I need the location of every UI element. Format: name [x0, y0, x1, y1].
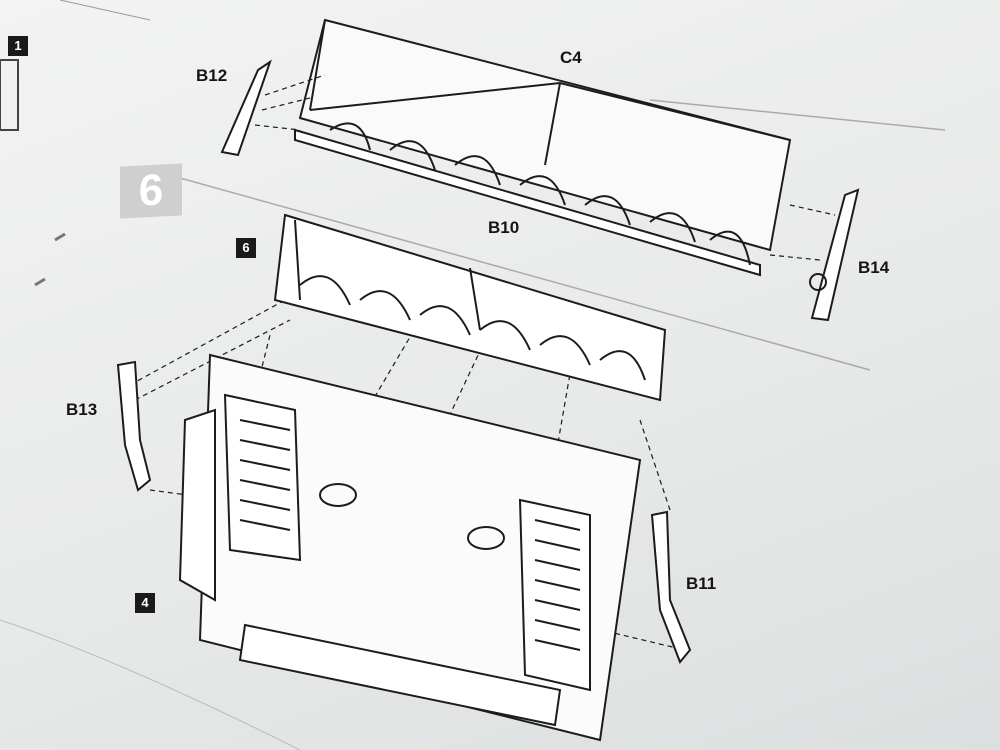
- part-b14: [810, 188, 860, 322]
- part-b11: [650, 510, 692, 664]
- step-number: 6: [120, 163, 182, 219]
- binding-staples: [34, 232, 66, 287]
- page-edge: [0, 619, 301, 750]
- part-hopper-upper: [273, 213, 667, 402]
- label-b14: B14: [858, 258, 890, 277]
- divider-top: [59, 0, 151, 21]
- label-b10: B10: [488, 218, 520, 237]
- step-ref-badge: 6: [236, 238, 256, 258]
- step-prev-badge: 1: [8, 36, 28, 56]
- label-c4: C4: [560, 48, 582, 67]
- part-main-body: [178, 353, 642, 742]
- part-b12: [220, 59, 272, 157]
- label-b13: B13: [66, 400, 98, 419]
- label-b11: B11: [686, 574, 717, 593]
- prev-step-part: [0, 59, 19, 131]
- part-b13: [116, 360, 152, 492]
- part-b10-auger: [294, 122, 761, 277]
- divider-1: [649, 99, 946, 131]
- divider-2: [179, 177, 871, 371]
- part-c4: [298, 18, 792, 252]
- label-b12: B12: [196, 66, 228, 85]
- part-b14-hub: [809, 273, 827, 291]
- step-ref-bottom-badge: 4: [135, 593, 155, 613]
